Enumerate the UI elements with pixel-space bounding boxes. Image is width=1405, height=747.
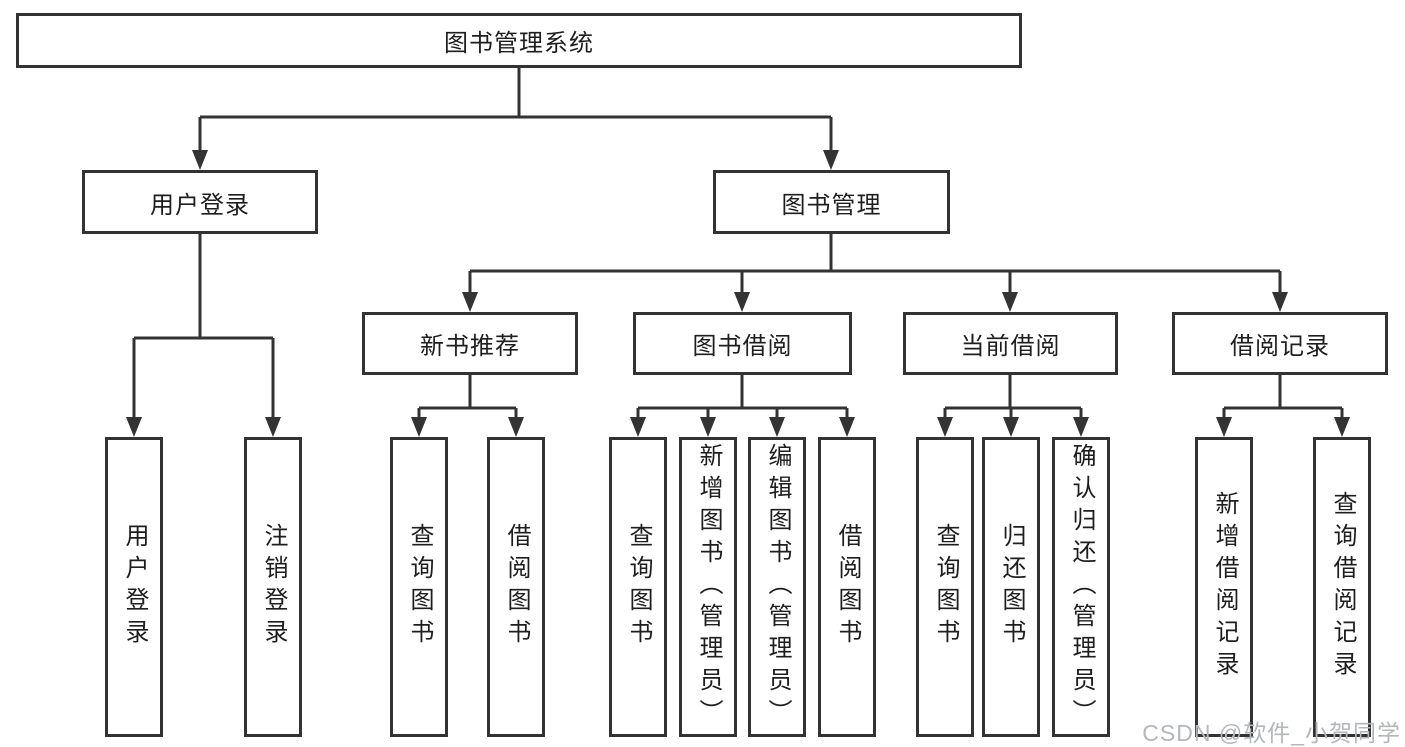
leaf-borrowing-edit-books-admin: 编辑图书（管理员） [748, 437, 806, 737]
leaf-newbooks-borrow-books: 借阅图书 [487, 437, 545, 737]
node-user-login: 用户登录 [82, 170, 318, 234]
leaf-current-return-books: 归还图书 [982, 437, 1040, 737]
leaf-current-confirm-return-admin: 确认归还（管理员） [1052, 437, 1110, 737]
leaf-borrowing-query-books: 查询图书 [609, 437, 667, 737]
leaf-borrowing-borrow-books: 借阅图书 [818, 437, 876, 737]
leaf-records-add-record: 新增借阅记录 [1195, 437, 1253, 737]
node-borrowing-records: 借阅记录 [1172, 312, 1388, 375]
leaf-current-query-books: 查询图书 [916, 437, 974, 737]
node-root-system: 图书管理系统 [16, 13, 1022, 68]
csdn-watermark: CSDN @软件_小贺同学 [1142, 720, 1401, 746]
leaf-records-query-record: 查询借阅记录 [1313, 437, 1371, 737]
leaf-newbooks-query-books: 查询图书 [390, 437, 448, 737]
tree-links [132, 68, 1344, 419]
leaf-logout: 注销登录 [244, 437, 302, 737]
node-book-management: 图书管理 [713, 170, 950, 234]
arrowheads [126, 150, 1350, 437]
leaf-borrowing-add-books-admin: 新增图书（管理员） [679, 437, 737, 737]
node-current-borrowing: 当前借阅 [903, 312, 1118, 375]
leaf-user-login: 用户登录 [105, 437, 163, 737]
node-book-borrowing: 图书借阅 [633, 312, 852, 375]
node-new-book-recommend: 新书推荐 [362, 312, 578, 375]
